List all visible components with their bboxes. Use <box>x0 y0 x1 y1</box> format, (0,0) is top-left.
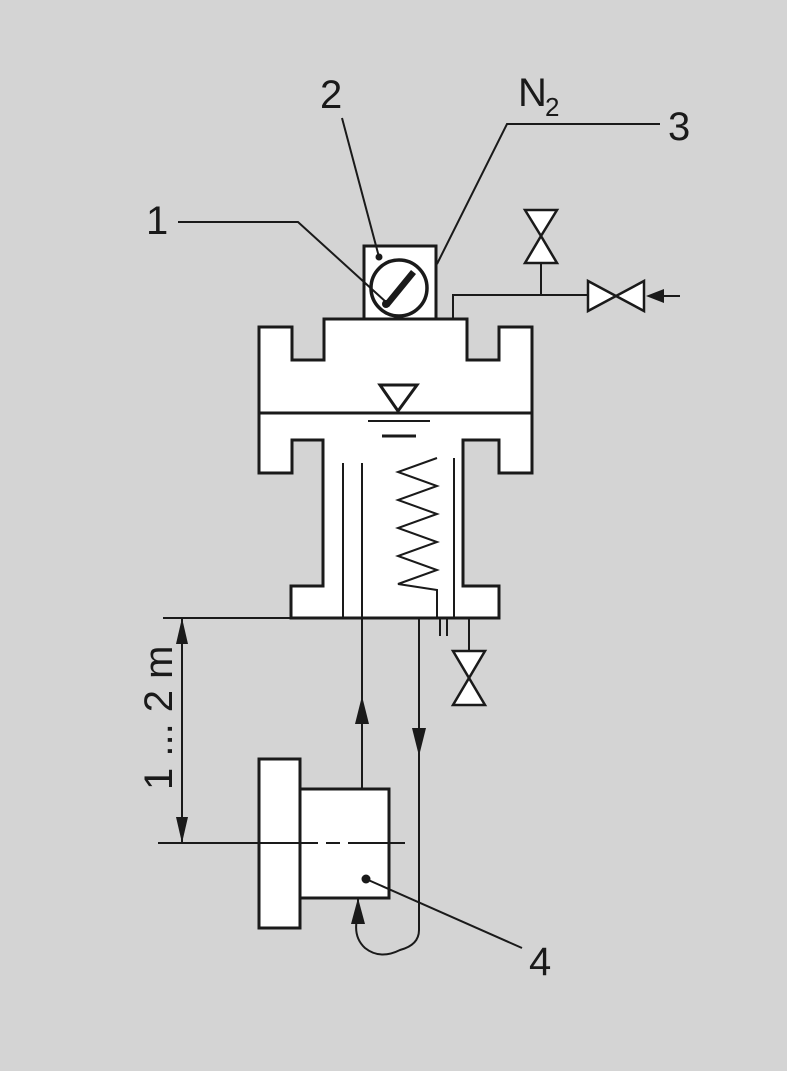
pump-unit <box>158 757 405 930</box>
callout-1: 1 <box>146 199 168 243</box>
drain-line <box>439 618 488 707</box>
nitrogen-supply-line <box>452 208 680 319</box>
level-triangle-icon <box>377 383 420 414</box>
valve-icon <box>522 208 560 265</box>
callout-4: 4 <box>529 940 551 984</box>
heating-coil <box>395 457 440 618</box>
gas-label: N <box>518 71 547 115</box>
arrow-icon <box>646 289 664 303</box>
gauge-assembly <box>362 244 438 321</box>
height-dimension-label: 1 ... 2 m <box>137 646 181 791</box>
callout-3: 3 <box>668 105 690 149</box>
arrow-icon <box>351 898 365 924</box>
internal-pipes <box>342 457 455 618</box>
callouts: 1 2 N 2 3 4 <box>146 71 690 984</box>
flow-lines <box>351 618 426 956</box>
pressure-gauge-icon <box>369 258 429 318</box>
vessel-lower-body <box>257 411 534 620</box>
arrow-icon <box>355 696 369 724</box>
vessel <box>257 317 534 620</box>
valve-icon <box>450 649 488 707</box>
gas-label-subscript: 2 <box>545 92 559 122</box>
height-dimension: 1 ... 2 m <box>137 617 291 843</box>
arrow-icon <box>412 728 426 756</box>
valve-icon <box>586 278 646 314</box>
callout-2: 2 <box>320 73 342 117</box>
liquid-level-indicator <box>368 383 430 438</box>
